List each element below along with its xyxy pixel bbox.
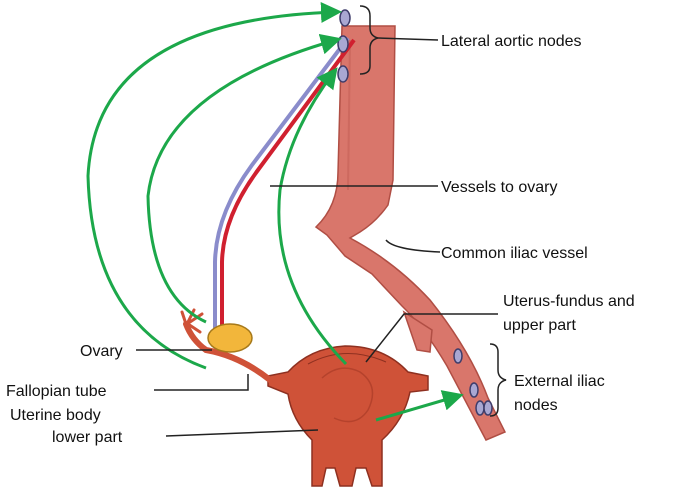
external-iliac-node-3 — [475, 400, 485, 416]
leader-uterine-body — [165, 429, 319, 437]
label-uterine-body-line1: Uterine body — [10, 407, 101, 424]
label-lateral-aortic-nodes: Lateral aortic nodes — [441, 33, 582, 50]
leader-common-iliac — [385, 239, 441, 253]
lateral-aortic-node-1 — [339, 9, 351, 27]
external-iliac-node-2 — [469, 382, 479, 398]
label-common-iliac-vessel: Common iliac vessel — [441, 245, 588, 262]
label-fallopian-tube: Fallopian tube — [6, 383, 107, 400]
ovarian-vein — [213, 36, 350, 338]
label-ovary: Ovary — [80, 343, 123, 360]
external-iliac-node-1 — [453, 348, 463, 364]
uterus-fundus-line — [307, 353, 387, 365]
label-external-iliac-line2: nodes — [514, 397, 558, 414]
leader-lateral-aortic — [377, 37, 439, 41]
external-iliac-brace — [489, 343, 507, 417]
drainage-arrow-outer — [86, 2, 342, 370]
aorta-shading — [347, 39, 351, 191]
external-iliac-node-4 — [483, 400, 493, 416]
drainage-arrow-lower-body — [375, 390, 464, 422]
ovarian-artery — [220, 38, 356, 338]
uterine-cavity-outline — [321, 367, 374, 423]
label-uterus-fundus-line1: Uterus-fundus and — [503, 293, 635, 310]
lateral-aortic-node-2 — [337, 35, 349, 53]
drainage-arrow-fundus — [277, 67, 348, 366]
uterus — [267, 345, 429, 487]
leader-fallopian-tube — [154, 374, 249, 391]
leader-uterus-fundus — [365, 313, 498, 363]
label-uterus-fundus-line2: upper part — [503, 317, 576, 334]
fimbriae — [180, 308, 204, 334]
lateral-aortic-node-3 — [337, 65, 349, 83]
ovary-shape — [207, 323, 253, 353]
internal-iliac-stump — [402, 310, 433, 353]
drainage-arrow-ovary — [146, 34, 342, 324]
label-external-iliac-line1: External iliac — [514, 373, 605, 390]
label-uterine-body-line2: lower part — [52, 429, 123, 446]
label-vessels-to-ovary: Vessels to ovary — [441, 179, 558, 196]
aorta-common-iliac-vessel — [314, 25, 507, 441]
